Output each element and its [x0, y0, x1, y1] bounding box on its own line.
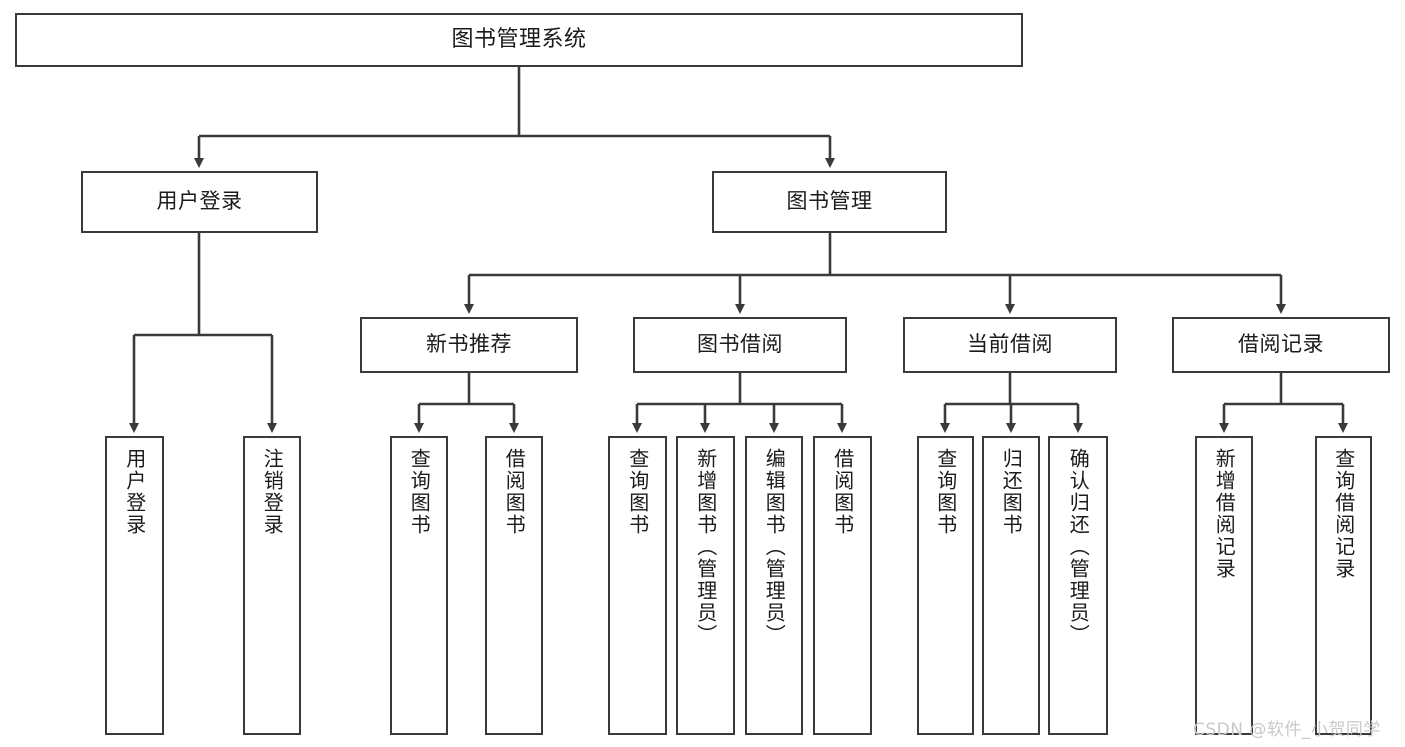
- node-leaf-add-book-label: 新增图书（管理员）: [693, 448, 718, 646]
- node-leaf-query-book-borrow-label: 查询图书: [625, 448, 650, 536]
- node-borrow-record-label: 借阅记录: [1238, 332, 1324, 357]
- node-leaf-edit-book[interactable]: 编辑图书（管理员）: [745, 436, 803, 735]
- node-leaf-edit-book-label: 编辑图书（管理员）: [762, 448, 787, 646]
- node-user-login-label: 用户登录: [156, 189, 243, 214]
- node-leaf-logout[interactable]: 注销登录: [243, 436, 301, 735]
- node-leaf-add-record-label: 新增借阅记录: [1212, 448, 1237, 580]
- node-leaf-query-book-rec[interactable]: 查询图书: [390, 436, 448, 735]
- node-leaf-add-book[interactable]: 新增图书（管理员）: [676, 436, 735, 735]
- node-new-book-recommend[interactable]: 新书推荐: [360, 317, 578, 373]
- node-leaf-borrow-book-label: 借阅图书: [830, 448, 855, 536]
- node-leaf-query-record[interactable]: 查询借阅记录: [1315, 436, 1372, 735]
- node-leaf-confirm-return-label: 确认归还（管理员）: [1066, 448, 1091, 646]
- node-current-borrow-label: 当前借阅: [967, 332, 1053, 357]
- node-borrow-record[interactable]: 借阅记录: [1172, 317, 1390, 373]
- node-leaf-query-book-rec-label: 查询图书: [407, 448, 432, 536]
- node-leaf-return-book[interactable]: 归还图书: [982, 436, 1040, 735]
- node-leaf-query-record-label: 查询借阅记录: [1331, 448, 1356, 580]
- node-leaf-confirm-return[interactable]: 确认归还（管理员）: [1048, 436, 1108, 735]
- node-book-manage-label: 图书管理: [786, 189, 873, 214]
- node-current-borrow[interactable]: 当前借阅: [903, 317, 1117, 373]
- node-leaf-query-book-borrow[interactable]: 查询图书: [608, 436, 667, 735]
- node-leaf-borrow-book-rec[interactable]: 借阅图书: [485, 436, 543, 735]
- node-root-system[interactable]: 图书管理系统: [15, 13, 1023, 67]
- node-book-borrow-label: 图书借阅: [697, 332, 783, 357]
- node-user-login[interactable]: 用户登录: [81, 171, 318, 233]
- node-leaf-borrow-book[interactable]: 借阅图书: [813, 436, 872, 735]
- node-leaf-add-record[interactable]: 新增借阅记录: [1195, 436, 1253, 735]
- node-leaf-query-book-cur-label: 查询图书: [933, 448, 958, 536]
- node-leaf-logout-label: 注销登录: [260, 448, 285, 536]
- node-book-borrow[interactable]: 图书借阅: [633, 317, 847, 373]
- node-book-manage[interactable]: 图书管理: [712, 171, 947, 233]
- node-leaf-return-book-label: 归还图书: [999, 448, 1024, 536]
- node-leaf-user-login[interactable]: 用户登录: [105, 436, 164, 735]
- node-leaf-borrow-book-rec-label: 借阅图书: [502, 448, 527, 536]
- node-leaf-query-book-cur[interactable]: 查询图书: [917, 436, 974, 735]
- node-leaf-user-login-label: 用户登录: [122, 448, 147, 536]
- connector-lines: [129, 67, 1348, 433]
- node-new-book-recommend-label: 新书推荐: [426, 332, 512, 357]
- node-root-system-label: 图书管理系统: [451, 26, 587, 52]
